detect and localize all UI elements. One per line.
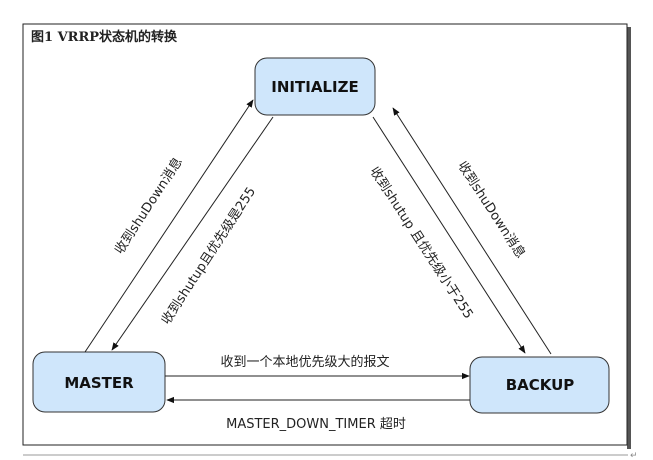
node-master: MASTER: [32, 351, 166, 413]
figure-title: 图1 VRRP状态机的转换: [31, 29, 178, 45]
label-master-to-backup: 收到一个本地优先级大的报文: [220, 354, 389, 370]
arrow-backup-to-init: [392, 107, 552, 355]
arrow-init-to-master: [111, 116, 274, 351]
node-initialize: INITIALIZE: [254, 57, 376, 116]
node-backup: BACKUP: [469, 356, 610, 414]
svg-text:MASTER: MASTER: [64, 374, 134, 392]
label-backup-to-master: MASTER_DOWN_TIMER 超时: [226, 417, 406, 432]
return-mark: ↵: [630, 451, 638, 460]
arrow-init-to-backup: [372, 116, 526, 354]
frame-shadow: [627, 27, 631, 449]
svg-text:INITIALIZE: INITIALIZE: [271, 78, 358, 96]
svg-text:BACKUP: BACKUP: [506, 376, 575, 394]
arrow-master-to-init: [84, 99, 254, 353]
